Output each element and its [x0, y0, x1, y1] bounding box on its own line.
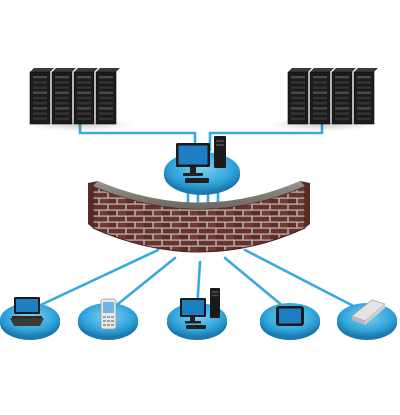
mobile-phone-icon: [100, 298, 117, 330]
server-unit: [331, 68, 356, 125]
link-to-tablet: [223, 256, 292, 314]
server-rack-icon: [29, 68, 120, 125]
link-to-laptop: [28, 248, 160, 312]
server-unit: [353, 68, 378, 125]
desktop-computer-icon: [180, 288, 220, 329]
server-unit: [309, 68, 334, 125]
server-unit: [73, 68, 98, 125]
desktop-computer-icon: [176, 136, 226, 183]
server-rack-right: [267, 68, 378, 131]
external-drive-icon: [351, 299, 386, 325]
hub-workstation: [164, 136, 240, 195]
laptop-icon: [10, 297, 44, 326]
link-to-phone: [106, 256, 177, 314]
tablet-icon: [276, 306, 304, 326]
server-rack-icon: [287, 68, 378, 125]
client-tablet: [260, 303, 320, 340]
link-to-drive: [243, 248, 367, 314]
server-unit: [95, 68, 120, 125]
server-rack-left: [25, 68, 135, 131]
brick-wall-icon: [88, 181, 310, 253]
client-laptop: [0, 297, 60, 340]
server-unit: [29, 68, 54, 125]
client-drive: [337, 299, 397, 340]
client-phone: [78, 298, 138, 340]
firewall-wall: [88, 181, 310, 253]
server-unit: [287, 68, 312, 125]
server-unit: [51, 68, 76, 125]
client-workstation: [167, 288, 227, 340]
